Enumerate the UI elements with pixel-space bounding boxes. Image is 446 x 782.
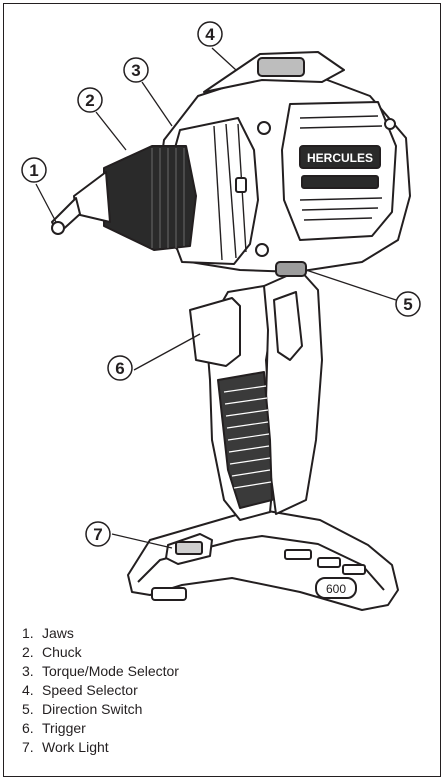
legend-number: 6. xyxy=(22,720,34,736)
model-plate xyxy=(301,175,379,189)
callout-2: 2 xyxy=(77,87,103,113)
brand-text: HERCULES xyxy=(307,151,373,165)
legend-item-chuck: 2. Chuck xyxy=(22,643,179,662)
legend-label: Work Light xyxy=(42,739,109,755)
torque-marker xyxy=(235,177,247,193)
screw-1 xyxy=(257,121,271,135)
legend-item-speed-selector: 4. Speed Selector xyxy=(22,681,179,700)
legend-item-direction-switch: 5. Direction Switch xyxy=(22,700,179,719)
chuck-knurl xyxy=(151,148,185,248)
base-vent-2 xyxy=(317,557,341,568)
chuck xyxy=(103,145,197,251)
legend-number: 3. xyxy=(22,663,34,679)
grip-overmold xyxy=(217,371,273,509)
drill-illustration: 600 HERCULES xyxy=(21,21,421,611)
legend-label: Direction Switch xyxy=(42,701,143,717)
svg-text:1: 1 xyxy=(29,161,38,180)
svg-text:7: 7 xyxy=(93,525,102,544)
jaws-tip xyxy=(51,221,65,235)
base-clip xyxy=(151,587,187,601)
legend-item-trigger: 6. Trigger xyxy=(22,719,179,738)
handle-side-pad xyxy=(273,291,303,361)
callout-6: 6 xyxy=(107,355,133,381)
motor-side-panel xyxy=(281,101,397,241)
legend-label: Torque/Mode Selector xyxy=(42,663,179,679)
screw-2 xyxy=(255,243,269,257)
legend-label: Jaws xyxy=(42,625,74,641)
grip-ribs xyxy=(223,385,272,489)
svg-text:3: 3 xyxy=(131,61,140,80)
work-light-lens xyxy=(175,541,203,555)
svg-text:5: 5 xyxy=(403,295,412,314)
legend-label: Chuck xyxy=(42,644,82,660)
brand-plate xyxy=(299,145,381,169)
trigger xyxy=(189,297,241,367)
leader-lines xyxy=(35,47,397,549)
legend-number: 1. xyxy=(22,625,34,641)
speed-selector xyxy=(257,57,305,77)
base-vent-3 xyxy=(342,564,366,575)
svg-text:2: 2 xyxy=(85,91,94,110)
base-vent-1 xyxy=(284,549,312,560)
legend-item-jaws: 1. Jaws xyxy=(22,624,179,643)
callout-5: 5 xyxy=(395,291,421,317)
motor-vents xyxy=(299,115,383,221)
battery-badge xyxy=(315,577,357,599)
screw-3 xyxy=(384,118,396,130)
legend-number: 7. xyxy=(22,739,34,755)
callout-7: 7 xyxy=(85,521,111,547)
legend-number: 5. xyxy=(22,701,34,717)
callout-1: 1 xyxy=(21,157,47,183)
legend-item-work-light: 7. Work Light xyxy=(22,738,179,757)
legend-number: 4. xyxy=(22,682,34,698)
callout-3: 3 xyxy=(123,57,149,83)
legend-item-torque-mode-selector: 3. Torque/Mode Selector xyxy=(22,662,179,681)
svg-text:6: 6 xyxy=(115,359,124,378)
battery-badge-text: 600 xyxy=(326,582,346,596)
legend-number: 2. xyxy=(22,644,34,660)
parts-legend: 1. Jaws 2. Chuck 3. Torque/Mode Selector 4.… xyxy=(22,624,179,757)
svg-text:4: 4 xyxy=(205,25,215,44)
legend-label: Speed Selector xyxy=(42,682,138,698)
direction-switch xyxy=(275,261,307,277)
legend-label: Trigger xyxy=(42,720,86,736)
callout-4: 4 xyxy=(197,21,223,47)
